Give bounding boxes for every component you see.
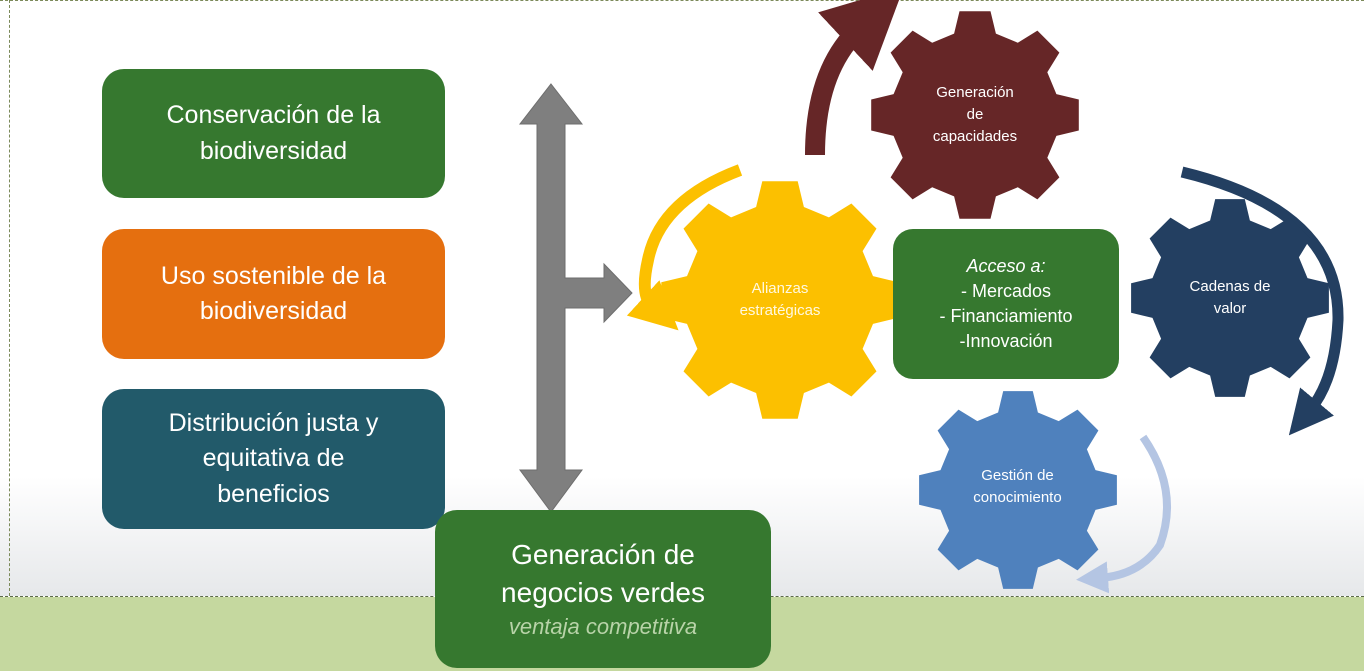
pillar-fair-distribution-line-3: beneficios <box>217 479 330 508</box>
curved-arrow-light-blue <box>1076 434 1172 594</box>
green-business-title-line-1: Generación de <box>511 539 695 571</box>
pillar-fair-distribution: Distribución justa y equitativa de benefic… <box>102 389 445 529</box>
gear-alianzas-line-1: Alianzas <box>751 280 809 298</box>
gear-conocimiento-line-2: conocimiento <box>973 489 1062 506</box>
gear-conocimiento-label: Gestión de conocimiento <box>945 452 1090 522</box>
gear-capacidades-line-2: de <box>966 106 984 124</box>
access-item-innovation: -Innovación <box>959 331 1053 352</box>
curved-arrow-yellow <box>626 164 743 331</box>
curved-arrow-navy <box>1180 166 1344 436</box>
pillar-conservation: Conservación de la biodiversidad <box>102 69 445 198</box>
access-heading: Acceso a: <box>966 255 1046 276</box>
gear-alianzas-label: Alianzas estratégicas <box>700 255 860 345</box>
gear-cadenas-line-2: valor <box>1213 300 1247 317</box>
green-business-subtitle: ventaja competitiva <box>508 613 698 639</box>
gear-conocimiento <box>919 391 1117 589</box>
gear-capacidades-label: Generación de capacidades <box>900 70 1050 160</box>
gray-double-arrow <box>518 83 633 513</box>
gear-cadenas-line-1: Cadenas de <box>1189 278 1271 296</box>
gear-capacidades-line-3: capacidades <box>932 127 1018 145</box>
access-item-financing: - Financiamiento <box>939 306 1073 326</box>
green-business-box: Generación de negocios verdes ventaja co… <box>435 510 771 668</box>
pillar-sustainable-use-line-1: Uso sostenible de la <box>160 261 387 290</box>
pillar-sustainable-use: Uso sostenible de la biodiversidad <box>102 229 445 359</box>
green-business-title-line-2: negocios verdes <box>501 577 705 609</box>
pillar-conservation-line-2: biodiversidad <box>199 136 348 165</box>
pillar-fair-distribution-line-1: Distribución justa y <box>168 408 379 437</box>
gear-conocimiento-line-1: Gestión de <box>981 467 1054 485</box>
gear-capacidades-line-1: Generación <box>936 84 1014 102</box>
pillar-sustainable-use-line-2: biodiversidad <box>199 297 348 325</box>
panel-top-border <box>0 0 1364 1</box>
access-box: Acceso a: - Mercados - Financiamiento -I… <box>893 229 1119 379</box>
panel-left-border <box>9 0 10 596</box>
gear-capacidades <box>871 11 1079 219</box>
gear-alianzas-line-2: estratégicas <box>739 302 821 319</box>
gear-alianzas <box>661 181 899 419</box>
pillar-conservation-line-1: Conservación de la <box>166 101 381 129</box>
gear-cadenas <box>1131 199 1329 397</box>
pillar-fair-distribution-line-2: equitativa de <box>202 444 345 473</box>
gear-cadenas-label: Cadenas de valor <box>1160 263 1300 333</box>
access-item-markets: - Mercados <box>960 280 1052 301</box>
curved-arrow-maroon <box>805 0 904 156</box>
